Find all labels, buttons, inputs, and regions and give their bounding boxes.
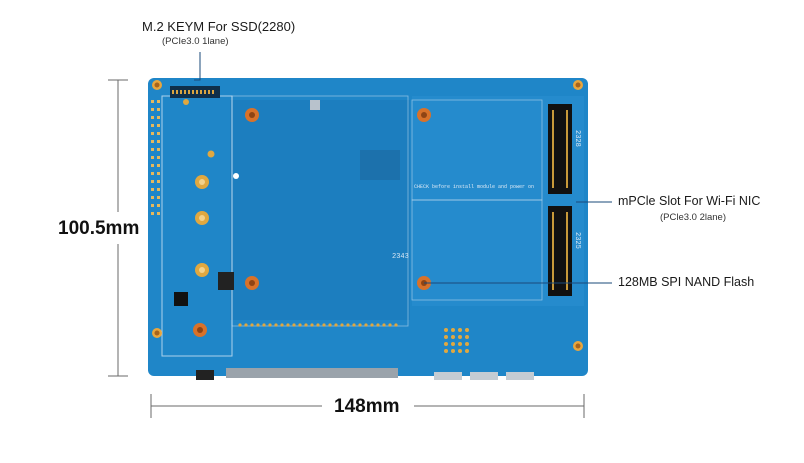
chip-top-square [310, 100, 320, 110]
m2-connector [170, 86, 220, 98]
power-jack [196, 370, 214, 380]
mpcie-slot-pins [552, 110, 568, 290]
mounting-holes [152, 80, 583, 351]
copper-pads [183, 99, 239, 277]
mpcie-callout-sub: (PCle3.0 2lane) [660, 212, 727, 223]
usb-port-3 [506, 372, 534, 380]
usb-port-2 [470, 372, 498, 380]
left-header-pins [151, 100, 160, 215]
m2-connector-pins [172, 90, 214, 94]
ssd-callout-title: M.2 KEYM For SSD(2280) [142, 19, 296, 34]
test-pad-grid [444, 328, 469, 353]
usb-port-1 [434, 372, 462, 380]
chip-u2 [218, 272, 234, 290]
bottom-header-row [238, 323, 398, 327]
silk-code-2343: 2343 [392, 253, 409, 261]
nand-callout-title: 128MB SPI NAND Flash [618, 275, 755, 289]
standoffs [193, 108, 431, 337]
silk-code-2328: 2328 [573, 130, 581, 147]
chip-small-left [174, 292, 188, 306]
mpcie-callout-title: mPCle Slot For Wi-Fi NIC [618, 194, 761, 208]
silk-code-2325: 2325 [573, 232, 581, 249]
center-outline [231, 95, 409, 327]
height-dimension-label: 100.5mm [58, 218, 140, 239]
ssd-callout-sub: (PCIe3.0 1lane) [162, 36, 229, 47]
chip-center [360, 150, 400, 180]
trace-region [230, 100, 410, 320]
bottom-port-strip [226, 368, 398, 378]
silk-warning: CHECK before install module and power on [414, 184, 534, 190]
mpcie-outline-2 [411, 199, 543, 301]
width-dimension-label: 148mm [334, 396, 400, 417]
mpcie-slot-1 [548, 104, 572, 194]
ssd-callout-line [194, 52, 201, 81]
